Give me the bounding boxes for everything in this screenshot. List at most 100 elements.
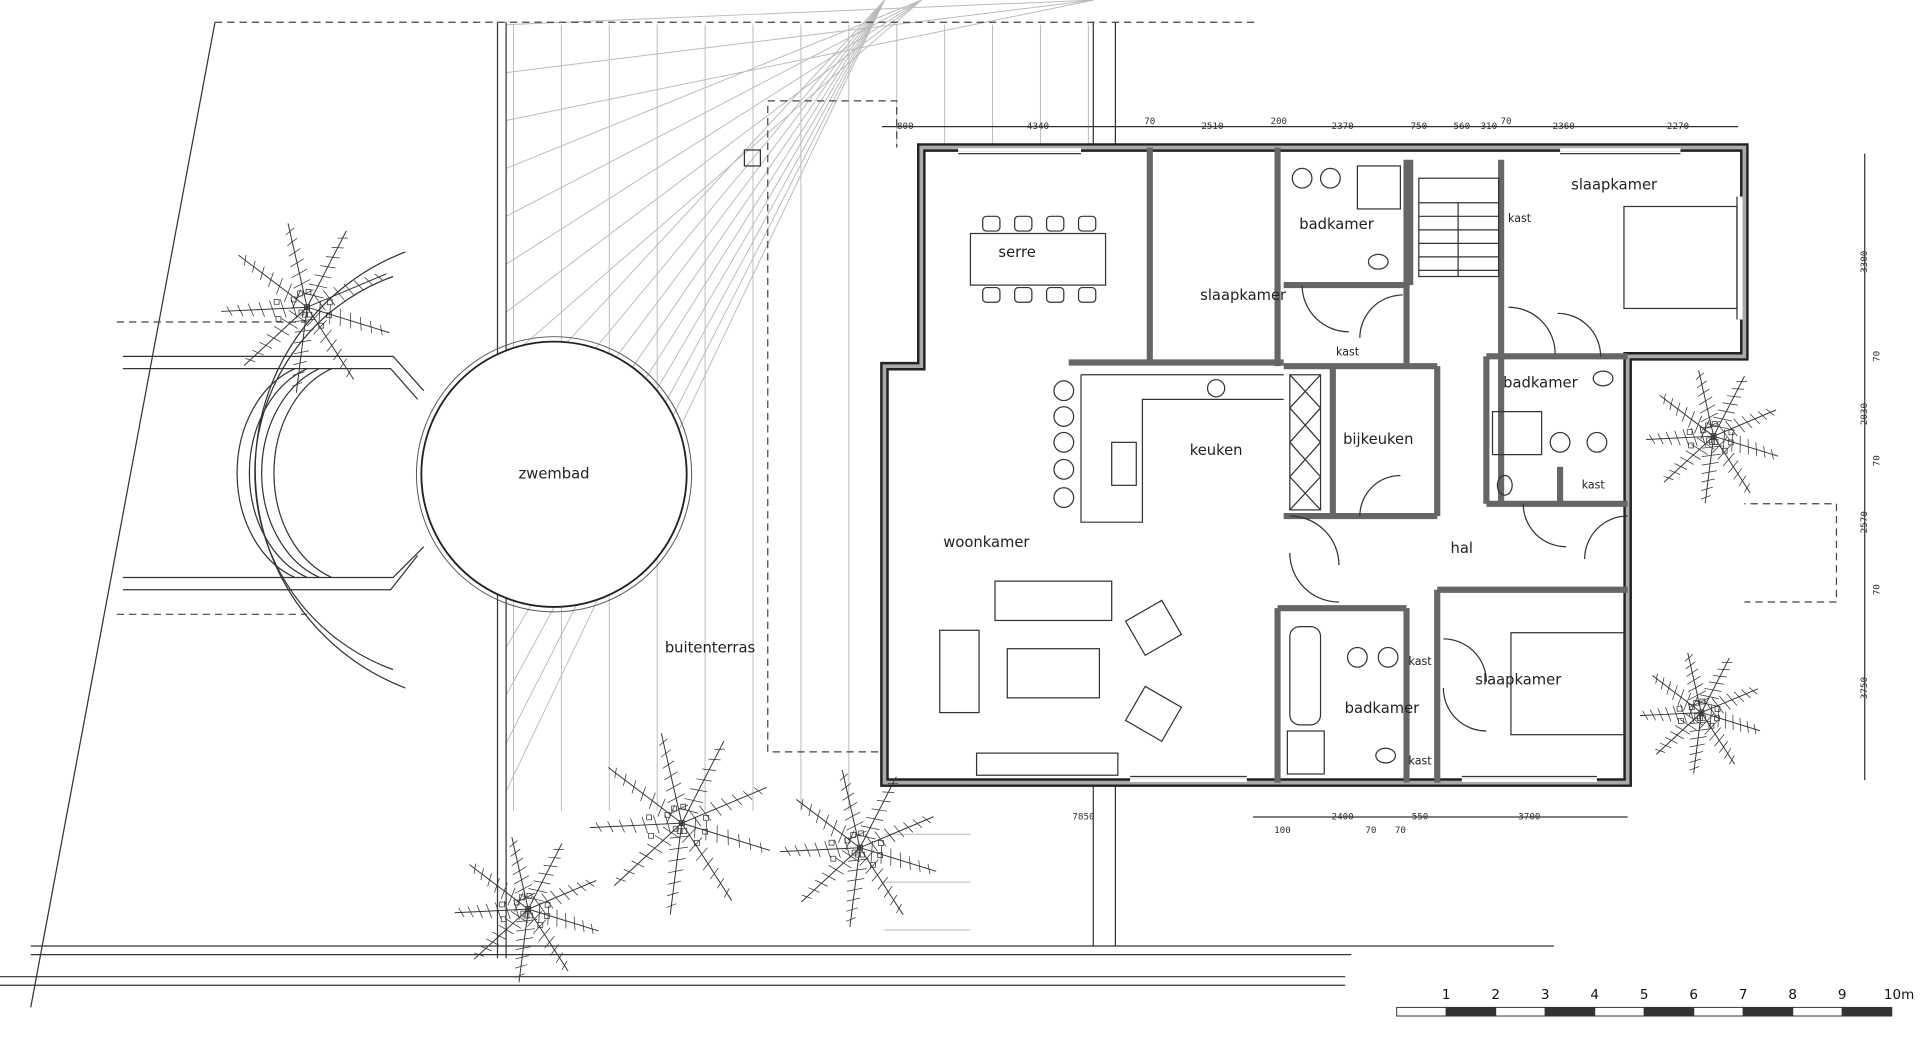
label-kast: kast bbox=[1409, 755, 1433, 768]
label-kast: kast bbox=[1409, 655, 1433, 668]
dimension-label: 750 bbox=[1410, 121, 1427, 132]
dimension-label: 2360 bbox=[1553, 121, 1575, 132]
grid-line bbox=[505, 0, 885, 744]
scale-bar-segment bbox=[1693, 1006, 1744, 1017]
bar-stool bbox=[1053, 406, 1075, 427]
dimension-label: 560 bbox=[1453, 121, 1470, 132]
scale-bar-label: 1 bbox=[1442, 987, 1451, 1003]
dining-table bbox=[969, 232, 1107, 286]
scale-bar-segment bbox=[1445, 1006, 1497, 1017]
zwembad-pool bbox=[420, 340, 688, 608]
scale-bar-label: 3 bbox=[1541, 987, 1550, 1003]
dimension-label: 70 bbox=[1395, 825, 1406, 836]
grid-line bbox=[505, 0, 885, 409]
scale-bar-label: 9 bbox=[1838, 987, 1847, 1003]
shower bbox=[1356, 165, 1401, 210]
chair bbox=[1077, 286, 1097, 303]
dimension-label: 70 bbox=[1144, 116, 1155, 127]
chair bbox=[982, 215, 1001, 232]
scale-bar-label: 5 bbox=[1640, 987, 1649, 1003]
label-keuken: keuken bbox=[1190, 442, 1243, 459]
label-woonkamer: woonkamer bbox=[943, 534, 1030, 551]
label-slaapkamer: slaapkamer bbox=[1571, 177, 1658, 194]
site-lines bbox=[0, 21, 1838, 1008]
room-labels: serre slaapkamer badkamer slaapkamer kas… bbox=[519, 177, 1659, 768]
label-badkamer: badkamer bbox=[1503, 374, 1578, 391]
tree-icon bbox=[221, 223, 390, 393]
grid-line bbox=[506, 0, 1094, 121]
dimension-label: 100 bbox=[1274, 825, 1291, 836]
scale-bar-segment bbox=[1594, 1006, 1645, 1017]
label-zwembad: zwembad bbox=[519, 465, 590, 482]
scale-bar-segment bbox=[1792, 1006, 1843, 1017]
pool-cover-outline bbox=[767, 100, 898, 753]
chair bbox=[1045, 215, 1065, 232]
dimension-label: 310 bbox=[1481, 121, 1498, 132]
scale-bar-segment bbox=[1742, 1006, 1794, 1017]
dimension-label: 2570 bbox=[1859, 511, 1870, 533]
scale-bar-label: 10m bbox=[1884, 987, 1914, 1003]
dimension-label: 200 bbox=[1270, 116, 1287, 127]
dimension-label: 70 bbox=[1872, 584, 1883, 595]
label-badkamer: badkamer bbox=[1345, 700, 1420, 717]
dimension-lines bbox=[881, 126, 1866, 818]
scale-bar-label: 4 bbox=[1590, 987, 1599, 1003]
label-bijkeuken: bijkeuken bbox=[1343, 431, 1413, 448]
dimension-label: 2370 bbox=[1332, 121, 1354, 132]
scale-bar-segment bbox=[1643, 1006, 1695, 1017]
chair bbox=[1045, 286, 1065, 303]
label-buitenterras: buitenterras bbox=[665, 640, 755, 657]
tree-icon bbox=[589, 733, 770, 915]
grid-line bbox=[505, 0, 922, 169]
tree-icon bbox=[454, 837, 599, 983]
dimension-label: 2510 bbox=[1201, 121, 1223, 132]
sofa bbox=[994, 580, 1113, 622]
tree-icon bbox=[1639, 652, 1761, 774]
sofa-2 bbox=[939, 629, 980, 714]
label-slaapkamer: slaapkamer bbox=[1200, 287, 1287, 304]
dimension-label: 800 bbox=[897, 121, 914, 132]
scale-bar-label: 7 bbox=[1739, 987, 1748, 1003]
scale-bar-label: 8 bbox=[1788, 987, 1797, 1003]
label-kast: kast bbox=[1508, 212, 1532, 225]
label-kast: kast bbox=[1582, 478, 1606, 491]
scale-bar-segment bbox=[1396, 1006, 1447, 1017]
dimension-label: 4340 bbox=[1027, 121, 1049, 132]
chair bbox=[1014, 286, 1033, 303]
armchair bbox=[1124, 599, 1183, 657]
bar-stool bbox=[1053, 487, 1075, 509]
bed bbox=[1623, 205, 1738, 310]
grid-line bbox=[506, 0, 1094, 74]
dimension-label: 7850 bbox=[1072, 812, 1094, 823]
dimension-label: 70 bbox=[1365, 825, 1376, 836]
bar-stool bbox=[1053, 458, 1075, 480]
sink bbox=[1206, 379, 1226, 398]
dimension-label: 3700 bbox=[1518, 812, 1540, 823]
bar-stool bbox=[1053, 431, 1075, 453]
coffee-table bbox=[1006, 648, 1101, 699]
label-slaapkamer: slaapkamer bbox=[1475, 672, 1562, 689]
house-walls bbox=[880, 143, 1749, 787]
label-kast: kast bbox=[1336, 346, 1360, 359]
scale-bar-segment bbox=[1495, 1006, 1546, 1017]
chair bbox=[1077, 215, 1097, 232]
scale-bar-segment bbox=[1841, 1006, 1893, 1017]
trees bbox=[221, 223, 1779, 983]
dimension-label: 550 bbox=[1412, 812, 1429, 823]
bed bbox=[1510, 632, 1625, 736]
dimension-label: 3300 bbox=[1859, 251, 1870, 273]
dimension-label: 3750 bbox=[1859, 677, 1870, 699]
scale-bar-label: 6 bbox=[1689, 987, 1698, 1003]
label-hal: hal bbox=[1451, 540, 1473, 557]
shower bbox=[1491, 411, 1543, 456]
scale-bar-segment bbox=[1544, 1006, 1596, 1017]
dimension-label: 70 bbox=[1500, 116, 1511, 127]
label-serre: serre bbox=[998, 244, 1035, 261]
dimension-label: 2270 bbox=[1667, 121, 1689, 132]
grid-line bbox=[506, 0, 1094, 26]
grid-line bbox=[505, 0, 885, 792]
terrace-tile-grid bbox=[505, 0, 1094, 931]
grid-line bbox=[505, 0, 922, 217]
